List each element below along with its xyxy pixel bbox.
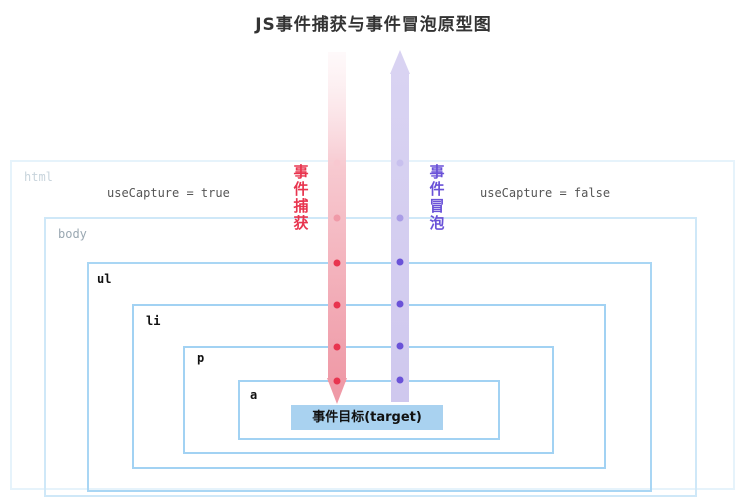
capture-arrow <box>327 52 347 404</box>
diagram-title: JS事件捕获与事件冒泡原型图 <box>255 15 492 35</box>
capture-char-1: 事 <box>293 163 309 181</box>
capture-char-3: 捕 <box>293 197 309 215</box>
bubble-char-2: 件 <box>429 180 445 198</box>
ul-label: ul <box>97 272 112 286</box>
capture-dot-p <box>333 343 341 351</box>
bubble-label: 事 件 冒 泡 <box>428 164 446 232</box>
bubble-arrow-head <box>390 50 410 74</box>
bubble-arrow-shaft <box>391 72 409 402</box>
bubble-char-1: 事 <box>429 163 445 181</box>
bubble-dot-ul <box>396 258 404 266</box>
capture-dot-body <box>333 214 341 222</box>
li-box: li <box>132 304 606 469</box>
capture-char-2: 件 <box>293 180 309 198</box>
capture-dot-li <box>333 301 341 309</box>
bubble-char-4: 泡 <box>429 214 445 232</box>
a-label: a <box>250 388 258 402</box>
capture-char-4: 获 <box>293 214 309 232</box>
capture-label: 事 件 捕 获 <box>292 164 310 232</box>
li-label: li <box>146 314 161 328</box>
p-box: p <box>183 346 554 454</box>
bubble-dot-body <box>396 214 404 222</box>
bubble-arrow <box>390 50 410 402</box>
p-label: p <box>197 351 205 365</box>
event-arrows <box>327 50 410 404</box>
bubble-char-3: 冒 <box>429 197 445 215</box>
bubble-dot-html <box>396 159 404 167</box>
capture-dot-html <box>333 159 341 167</box>
capture-arrow-head <box>327 378 347 404</box>
use-capture-false-label: useCapture = false <box>480 186 611 200</box>
a-box: a <box>238 380 500 440</box>
body-label: body <box>58 227 87 241</box>
html-label: html <box>24 170 53 184</box>
bubble-dot-li <box>396 300 404 308</box>
bubble-dot-a <box>396 376 404 384</box>
bubble-dot-p <box>396 342 404 350</box>
capture-dot-ul <box>333 259 341 267</box>
use-capture-true-label: useCapture = true <box>107 186 230 200</box>
capture-dot-a <box>333 377 341 385</box>
event-target-label: 事件目标(target) <box>291 405 443 430</box>
